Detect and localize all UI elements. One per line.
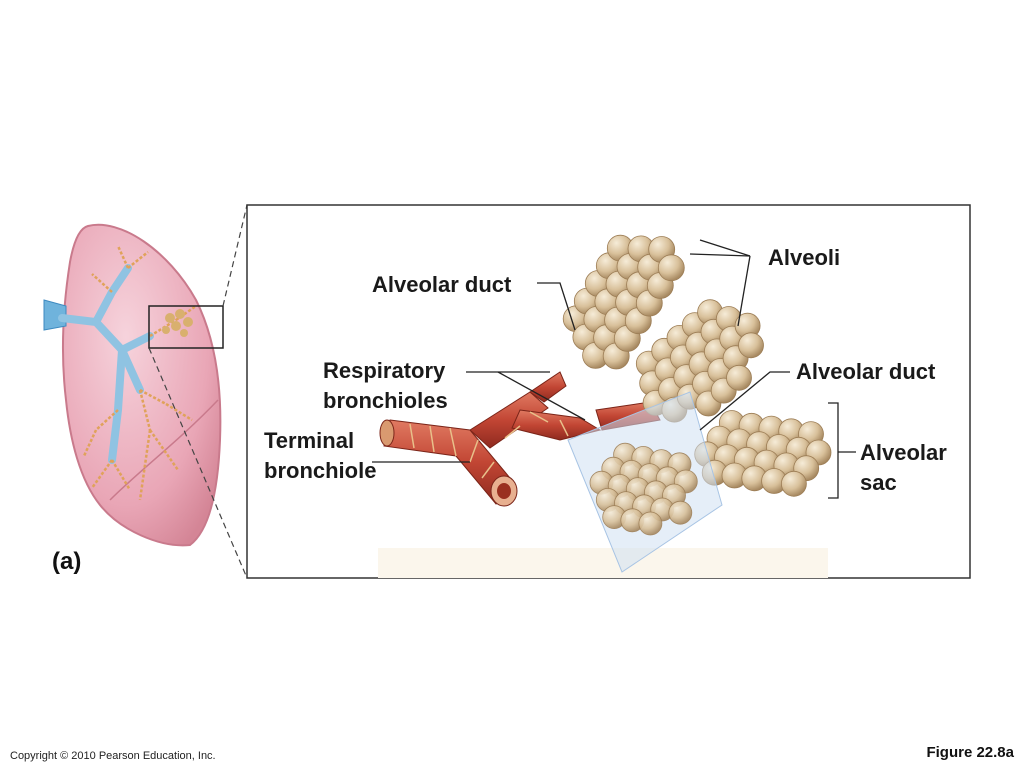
label-alveolar-duct-right: Alveolar duct [796,359,936,384]
panel-label: (a) [52,548,82,575]
zoom-box [148,305,224,349]
alveolar-duct-top-leader [537,282,576,331]
alveoli-leader-2 [689,253,751,257]
alveoli-leader-3 [737,255,751,327]
alveolus [668,500,693,525]
label-alveolar-duct-top: Alveolar duct [372,272,512,297]
alveolus [781,470,807,497]
alveolar-cluster-middle [635,299,764,423]
alveolar-cluster-top [562,234,685,370]
resp-bronchiole-leader-2 [497,371,586,421]
alveolar-duct-right-leader [699,371,790,431]
alveolar-cluster-right [694,410,832,497]
zoom-line-top [222,204,248,307]
label-respiratory-bronchioles: Respiratory bronchioles [323,358,448,413]
copyright-notice: Copyright © 2010 Pearson Education, Inc. [10,750,216,762]
alveolus [726,364,752,391]
label-alveoli: Alveoli [768,245,841,270]
figure-number: Figure 22.8a [926,744,1014,761]
leader-lines [372,239,856,499]
label-alveolar-sac: Alveolar sac [860,440,947,495]
label-terminal-bronchiole: Terminal bronchiole [264,428,377,483]
alveolus [638,511,663,536]
alveolus [738,332,764,359]
alveolar-sac-bracket [828,402,839,499]
alveolus [657,254,685,282]
alveoli-leader-1 [699,239,751,257]
panel-floor-shadow [378,548,828,578]
alveolar-sac-cluster [589,442,698,536]
lung-alveoli-cluster [162,309,193,337]
lung-illustration [43,223,224,547]
terminal-bronchiole-tube [379,371,661,507]
zoom-line-bottom [148,347,248,579]
